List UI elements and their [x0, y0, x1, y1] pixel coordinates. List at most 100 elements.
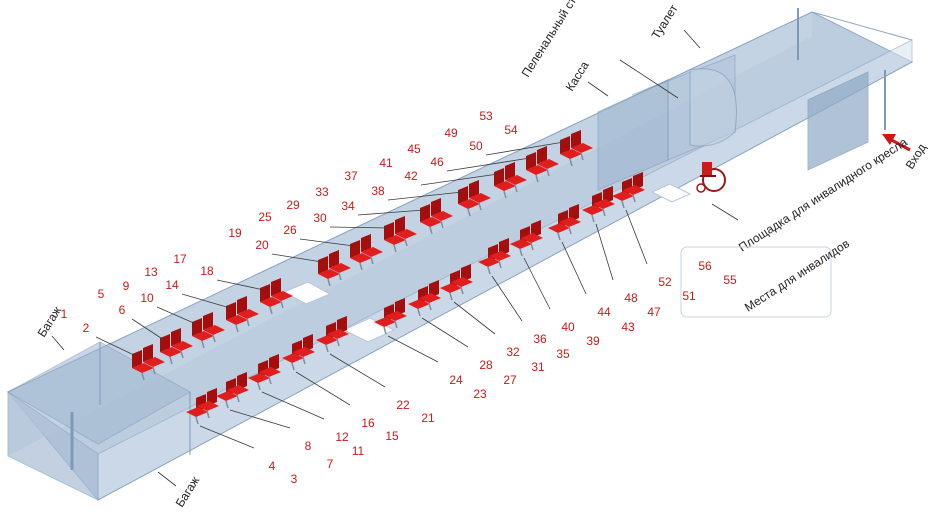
seat-numbers: 1591317192529333741454953261014182026303… [61, 109, 737, 486]
seat-pair [458, 180, 491, 217]
leader-line [446, 157, 531, 172]
seat-number: 3 [291, 472, 298, 486]
seat-pair [192, 312, 225, 349]
seat-number: 52 [658, 275, 672, 289]
seat [537, 146, 559, 177]
seat [171, 328, 193, 359]
seat [160, 334, 182, 365]
toilet-label: Туалет [649, 2, 681, 42]
seat [197, 388, 219, 419]
seat-number: 28 [479, 358, 493, 372]
seat [395, 216, 417, 247]
leader-line [329, 226, 389, 229]
seat-pair [374, 298, 407, 335]
seat-number: 23 [473, 387, 487, 401]
seat-number: 48 [624, 291, 638, 305]
seat-pair [612, 172, 645, 209]
wheelchair-icon [696, 162, 726, 193]
disabled-seats-legend: Места для инвалидов [680, 236, 852, 318]
seat-pair [440, 264, 473, 301]
seat-pair [160, 328, 193, 365]
seat-pair [560, 130, 593, 167]
seat-pair [420, 198, 453, 235]
seat [361, 234, 383, 265]
seat-number: 38 [371, 184, 385, 198]
seat-number: 10 [140, 291, 154, 305]
seat [226, 302, 248, 333]
seat-number: 46 [430, 155, 444, 169]
seat-number: 49 [444, 126, 458, 140]
seat-number: 33 [315, 185, 329, 199]
seat-number: 56 [698, 259, 712, 273]
seat-number: 6 [119, 303, 126, 317]
seat-number: 15 [385, 429, 399, 443]
seat [623, 172, 645, 203]
leader-line [299, 238, 355, 247]
seat-pair [216, 372, 249, 409]
seat [419, 280, 441, 311]
car-end-wall [7, 391, 99, 501]
seat-number: 18 [200, 264, 214, 278]
leader-line [95, 336, 137, 357]
seat-number: 34 [341, 199, 355, 213]
seat [489, 238, 511, 269]
seat-number: 26 [283, 223, 297, 237]
seat [203, 312, 225, 343]
seat-number: 55 [723, 273, 737, 287]
car-front-wall [97, 39, 913, 501]
seat [571, 130, 593, 161]
car-body [6, 8, 914, 501]
seats-layer [132, 130, 645, 425]
leader-line [216, 279, 265, 291]
leader-line [131, 318, 165, 341]
seat-number: 9 [123, 279, 130, 293]
seat [505, 162, 527, 193]
seat-number: 20 [255, 238, 269, 252]
seat [521, 220, 543, 251]
table [650, 183, 692, 203]
seat-number: 30 [313, 211, 327, 225]
leader-line [595, 223, 614, 281]
seat-number: 44 [597, 305, 611, 319]
seat [293, 334, 315, 365]
seat-pair [132, 344, 165, 381]
leader-line [271, 253, 323, 263]
seat-number: 14 [165, 278, 179, 292]
leader-line [156, 306, 197, 325]
seat-pair [186, 388, 219, 425]
entrance-arrow-icon [882, 134, 911, 152]
seat-pair [260, 278, 293, 315]
seat-number: 40 [561, 320, 575, 334]
seat [469, 180, 491, 211]
seat-number: 41 [379, 156, 393, 170]
seat-number: 1 [61, 307, 68, 321]
toilet-curved-wall [689, 68, 737, 147]
leader-lines [95, 141, 648, 449]
seat-number: 17 [173, 252, 187, 266]
seat-number: 35 [556, 347, 570, 361]
seat-number: 29 [286, 198, 300, 212]
leader-line [387, 191, 463, 201]
seat-number: 16 [361, 416, 375, 430]
seat-number: 7 [327, 457, 334, 471]
seat-number: 22 [396, 398, 410, 412]
seat-number: 32 [506, 345, 520, 359]
car-floor [7, 11, 914, 501]
leader-line [387, 335, 439, 363]
seat-number: 43 [621, 320, 635, 334]
seat [385, 298, 407, 329]
leader-line [625, 209, 648, 265]
seat-number: 36 [533, 332, 547, 346]
seat-number: 13 [144, 265, 158, 279]
leader-line [357, 209, 425, 216]
seat-pair [478, 238, 511, 275]
seat [494, 168, 516, 199]
seat-number: 5 [98, 287, 105, 301]
seat [227, 372, 249, 403]
seat-number: 21 [421, 411, 435, 425]
seat [143, 344, 165, 375]
seat-number: 47 [647, 305, 661, 319]
leader-line [485, 141, 565, 156]
seat-pair [350, 234, 383, 271]
seat [559, 204, 581, 235]
